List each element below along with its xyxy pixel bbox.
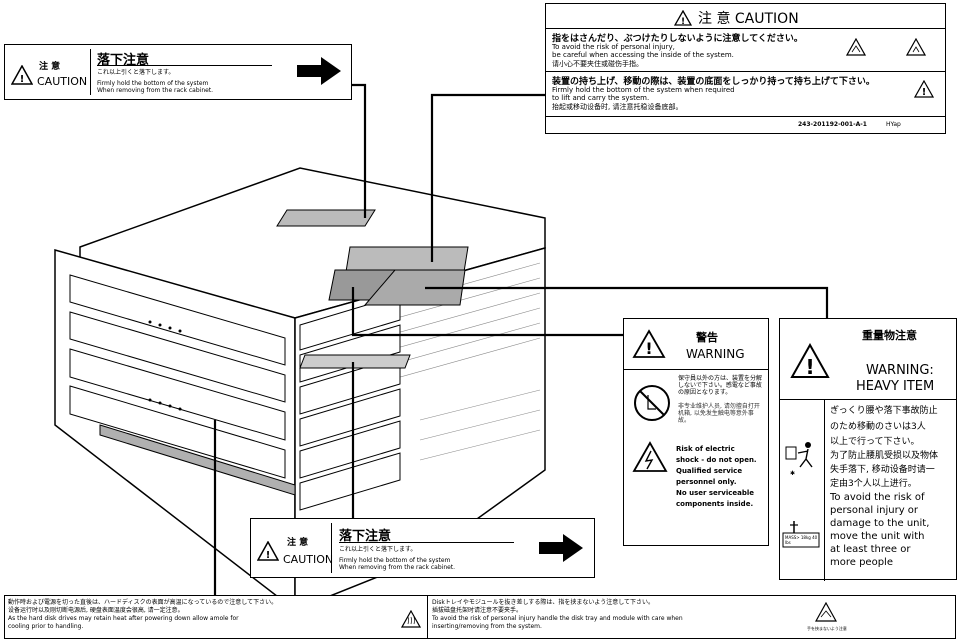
bottom-right-en1: To avoid the risk of personal injury han… <box>432 615 683 622</box>
heavy-en-1: To avoid the risk of <box>830 492 925 503</box>
pinch-finger-icon <box>815 602 837 622</box>
drive-bay-4 <box>299 388 401 447</box>
warning-triangle-icon: ! <box>674 10 692 26</box>
warning-jp-text: 保守員以外の方は、装置を分解しないで下さい。感電など事故の原因となります。 <box>678 375 763 396</box>
label-caution-top: ! 注 意 CAUTION 指をはさんだり、ぶつけたりしないように注意してくださ… <box>545 3 946 134</box>
s1-en2: be careful when accessing the inside of … <box>552 51 734 59</box>
bottom-left-cn: 设备运行时以及刚切断电源后, 硬盘表面温度会很高, 请一定注意。 <box>8 607 184 614</box>
warning-triangle-icon: ! <box>11 65 33 85</box>
front-slot-4 <box>69 385 286 479</box>
warning-en-3: Qualified service <box>676 467 743 475</box>
patch-mid <box>299 354 411 369</box>
label-bottom-strip: 動作時および電源を切った直後は、ハードディスクの表面が高温になっているので注意し… <box>4 595 956 639</box>
label-drop-caution-top: ! 注 意 CAUTION 落下注意 これ以上引くと落下します。 Firmly … <box>4 44 352 100</box>
electric-shock-icon <box>632 441 668 472</box>
heavy-cn-2: 失手落下, 移动设备时请一 <box>830 465 935 475</box>
hot-surface-icon <box>401 610 421 628</box>
svg-text:!: ! <box>922 87 927 98</box>
s1-cn: 请小心不要夹住或碰伤手指。 <box>552 60 643 68</box>
s2-cn: 抬起或移动设备时, 请注意托稳设备底部。 <box>552 103 683 111</box>
svg-text:✱: ✱ <box>790 470 795 477</box>
bottom-right-cn: 插拔磁盘托架时请注意不要夹手。 <box>432 607 523 614</box>
s2-en1: Firmly hold the bottom of the system whe… <box>552 86 735 94</box>
pinch-hazard-icon-2 <box>906 38 926 56</box>
warning-triangle-icon: ! <box>257 541 279 561</box>
caution-jp: 注 意 <box>39 62 61 72</box>
drop-line3: When removing from the rack cabinet. <box>97 87 214 94</box>
divider <box>90 49 91 95</box>
bottom-right-jp: Diskトレイやモジュールを抜き差しする際は、指を挟まないよう注意して下さい。 <box>432 599 655 606</box>
caution-header: 注 意 CAUTION <box>698 11 799 27</box>
warning-triangle-icon: ! <box>914 80 934 98</box>
mid-line2: Firmly hold the bottom of the system <box>339 557 451 564</box>
mid-line3: When removing from the rack cabinet. <box>339 564 456 571</box>
no-disassemble-icon <box>634 385 670 421</box>
bottom-strip <box>99 424 296 496</box>
warning-en-1: Risk of electric <box>676 445 735 453</box>
heavy-en-5: at least three or <box>830 544 911 555</box>
heavy-en-4: move the unit with <box>830 531 925 542</box>
heavy-en1: WARNING: <box>866 363 934 378</box>
brand-mark: HYap <box>886 121 901 128</box>
heavy-jp-3: 以上で行って下さい。 <box>830 437 920 447</box>
pinch-hazard-icon <box>846 38 866 56</box>
heavy-cn-1: 为了防止腰肌受损以及物体 <box>830 451 939 461</box>
mass-icon <box>782 521 820 548</box>
drop-line2: Firmly hold the bottom of the system <box>97 80 209 87</box>
svg-text:!: ! <box>805 355 814 379</box>
bottom-left-jp: 動作時および電源を切った直後は、ハードディスクの表面が高温になっているので注意し… <box>8 599 278 606</box>
heavy-cn-3: 定由3个人以上进行。 <box>830 479 917 489</box>
mid-caution-en: CAUTION <box>283 553 334 566</box>
front-slot-1 <box>69 274 286 366</box>
svg-text:!: ! <box>266 550 271 561</box>
warning-en-6: components inside. <box>676 500 754 508</box>
label-drop-caution-mid: ! 注 意 CAUTION 落下注意 これ以上引くと落下します。 Firmly … <box>250 518 595 578</box>
drop-line1: これ以上引くと落下します。 <box>97 69 175 76</box>
warning-triangle-icon: ! <box>632 329 666 358</box>
bottom-right-en2: inserting/removing from the system. <box>432 623 542 630</box>
drop-heading: 落下注意 <box>97 53 150 68</box>
warning-en-2: shock - do not open. <box>676 456 757 464</box>
drive-bay-5 <box>299 420 401 479</box>
caution-en: CAUTION <box>37 75 88 88</box>
s1-jp: 指をはさんだり、ぶつけたりしないように注意してください。 <box>552 34 803 44</box>
warning-en-5: No user serviceable <box>676 489 754 497</box>
front-slot-2 <box>69 311 286 403</box>
label-heavy-item: 重量物注意 ! WARNING: HEAVY ITEM ✱ MASS> 18kg… <box>779 318 957 581</box>
svg-text:!: ! <box>681 17 685 26</box>
drive-bay-6 <box>299 452 401 511</box>
arrow-right-icon <box>539 534 583 562</box>
heavy-jp-1: ぎっくり腰や落下事故防止 <box>830 406 938 416</box>
svg-text:!: ! <box>645 339 652 358</box>
warning-jp: 警告 <box>696 331 718 344</box>
s2-en2: to lift and carry the system. <box>552 94 650 102</box>
label-warning-electric: ! 警告 WARNING 保守員以外の方は、装置を分解しないで下さい。感電など事… <box>623 318 769 546</box>
heavy-en-3: damage to the unit, <box>830 518 930 529</box>
s1-en1: To avoid the risk of personal injury, <box>552 43 675 51</box>
part-number: 243-201192-001-A-1 <box>798 121 867 128</box>
heavy-jp-2: のため移動のさいは3人 <box>830 422 926 432</box>
heavy-jp: 重量物注意 <box>862 329 917 342</box>
lifting-person-icon: ✱ <box>785 442 813 477</box>
mid-caution-jp: 注 意 <box>287 538 309 548</box>
s2-jp: 装置の持ち上げ、移動の際は、装置の底面をしっかり持って持ち上げて下さい。 <box>552 77 875 87</box>
mid-line1: これ以上引くと落下します。 <box>339 546 417 553</box>
heavy-en-6: more people <box>830 557 893 568</box>
mass-label: MASS> 18kg 40 lbs <box>785 535 818 545</box>
patch-heavy <box>363 269 466 306</box>
mid-drop-heading: 落下注意 <box>339 529 392 544</box>
heavy-en2: HEAVY ITEM <box>856 379 935 394</box>
warning-cn-text: 非专业维护人员, 请勿擅自打开机箱, 以免发生触电等意外事故。 <box>678 403 760 424</box>
heavy-en-2: personal injury or <box>830 505 919 516</box>
arrow-right-icon <box>297 57 341 85</box>
front-slot-3 <box>69 348 286 441</box>
patch-drop-caution <box>276 209 376 227</box>
warning-en: WARNING <box>686 347 745 361</box>
bottom-left-en1: As the hard disk drives may retain heat … <box>8 615 239 622</box>
svg-text:!: ! <box>20 74 25 85</box>
warning-triangle-icon: ! <box>790 343 830 379</box>
warning-en-4: personnel only. <box>676 478 737 486</box>
bottom-left-en2: cooling prior to handling. <box>8 623 84 630</box>
pinch-icon-caption: 手を挟まないよう注意 <box>807 626 847 631</box>
